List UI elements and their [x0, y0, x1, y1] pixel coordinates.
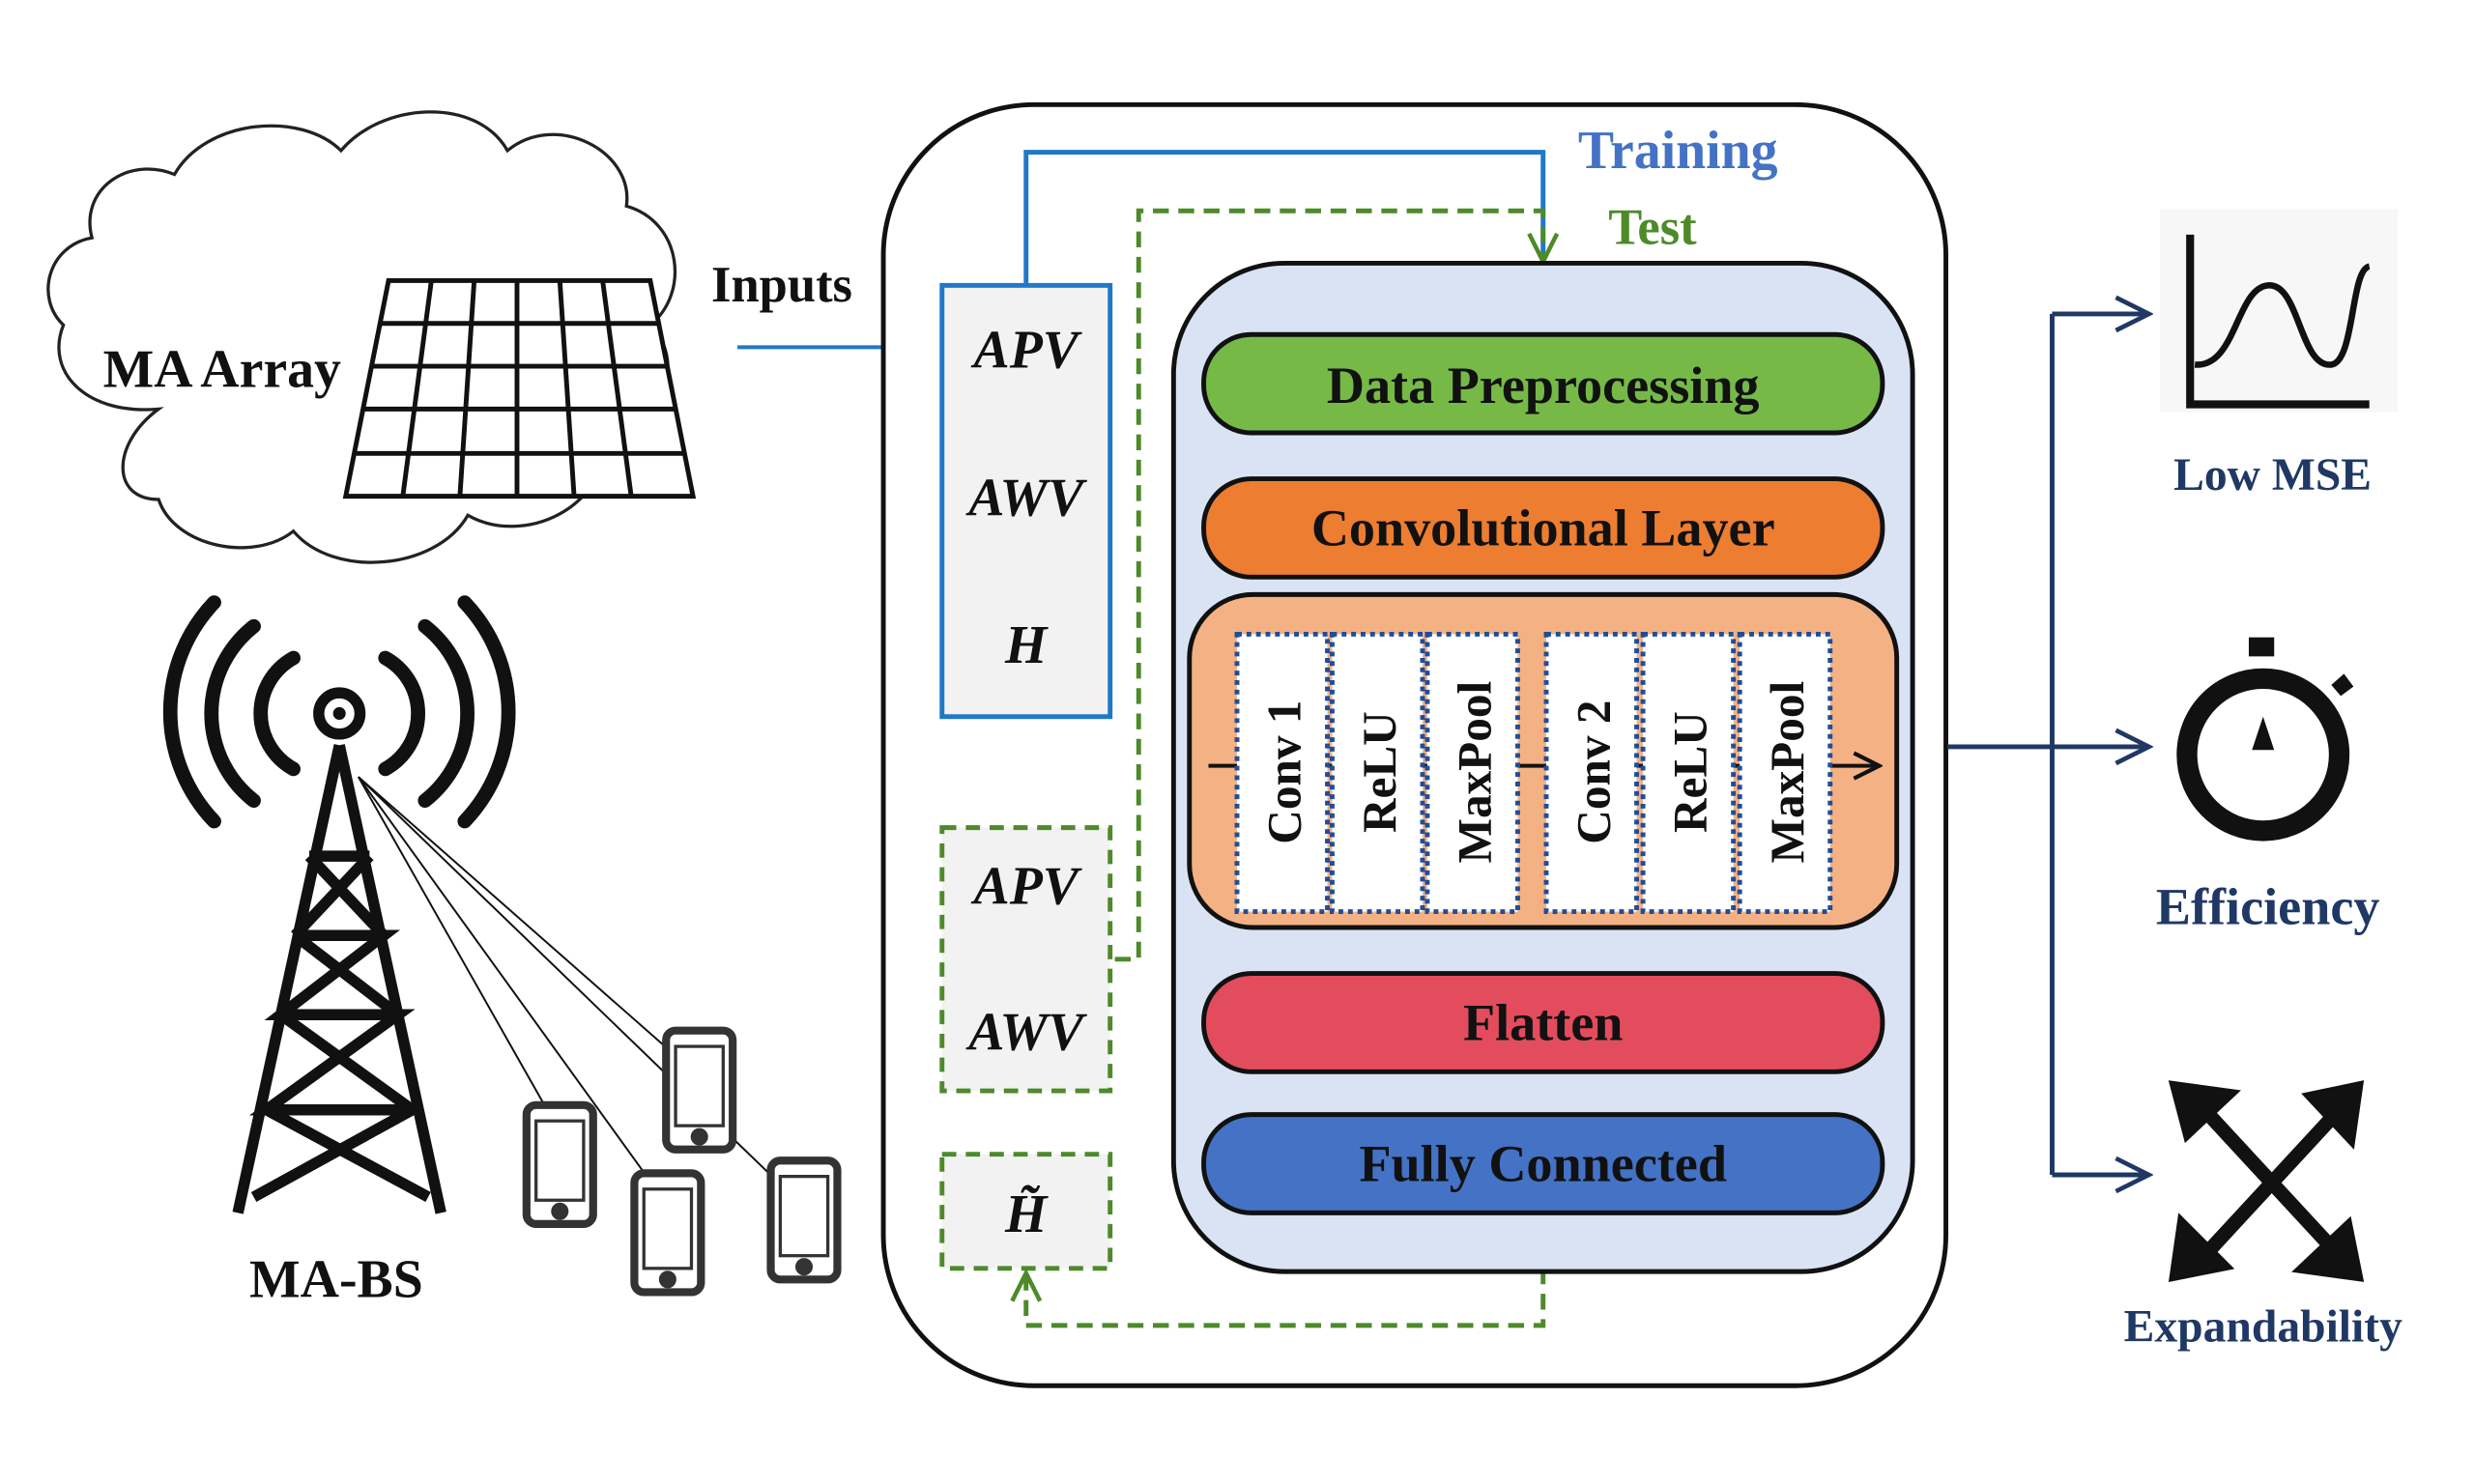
base-station-icon: [162, 595, 516, 1214]
conv-block-maxpool1: MaxPool: [1424, 631, 1520, 915]
conv-block-relu1: ReLU: [1330, 631, 1425, 915]
conv-block-maxpool2: MaxPool: [1737, 631, 1833, 915]
flatten-layer: [1201, 971, 1885, 1074]
cloud-label: MA Array: [103, 339, 341, 399]
data-preprocessing-layer: [1201, 331, 1885, 436]
svg-text:Conv 2: Conv 2: [1568, 700, 1621, 844]
svg-text:ReLU: ReLU: [1664, 711, 1717, 833]
convolutional-layer-label: Convolutional Layer: [1311, 499, 1775, 557]
outcome-branches: [1947, 314, 2148, 1175]
training-input-h: H: [1004, 615, 1049, 675]
outcome-label-expandability: Expandability: [2124, 1301, 2402, 1352]
phone-icon: [662, 1026, 737, 1154]
training-label: Training: [1578, 121, 1778, 181]
svg-text:MaxPool: MaxPool: [1761, 681, 1814, 864]
training-input-apv: APV: [970, 321, 1081, 381]
phone-icons: [522, 1026, 842, 1297]
training-input-awv: AWV: [965, 468, 1087, 528]
training-path: [1023, 150, 1546, 286]
fully-connected-label: Fully Connected: [1359, 1135, 1726, 1193]
conv-block-relu2: ReLU: [1640, 631, 1737, 915]
conv-blocks: Conv 1 ReLU MaxPool Conv 2 ReLU MaxPool: [1234, 631, 1833, 915]
conv-block-conv1: Conv 1: [1234, 631, 1330, 915]
test-input-awv: AWV: [965, 1002, 1087, 1062]
expand-arrows-icon: [2168, 1080, 2365, 1282]
output-box: [939, 1152, 1113, 1271]
outcome-label-low-mse: Low MSE: [2173, 450, 2372, 500]
test-input-apv: APV: [970, 856, 1081, 916]
flatten-label: Flatten: [1463, 994, 1623, 1052]
output-path: [1026, 1268, 1546, 1328]
inputs-label: Inputs: [711, 257, 852, 313]
training-input-box: [939, 282, 1113, 720]
svg-text:MaxPool: MaxPool: [1449, 681, 1502, 864]
phone-icon: [630, 1169, 705, 1297]
convolutional-layer: [1201, 476, 1885, 580]
line-chart-icon: [2160, 209, 2399, 413]
output-h-tilde: H̃: [1004, 1184, 1049, 1244]
conv-block-conv2: Conv 2: [1543, 631, 1639, 915]
antenna-array-icon: [342, 278, 697, 499]
outcome-label-efficiency: Efficiency: [2156, 878, 2380, 936]
data-preprocessing-label: Data Preprocessing: [1327, 357, 1760, 414]
phone-icon: [766, 1156, 842, 1284]
test-path: [1114, 208, 1543, 962]
svg-text:ReLU: ReLU: [1353, 711, 1406, 833]
stopwatch-icon: [2176, 637, 2354, 842]
svg-text:Conv 1: Conv 1: [1258, 700, 1311, 844]
test-input-box: [939, 825, 1113, 1094]
test-label: Test: [1608, 200, 1697, 256]
base-station-label: MA-BS: [249, 1249, 423, 1309]
phone-icon: [522, 1100, 597, 1228]
fully-connected-layer: [1201, 1112, 1885, 1215]
